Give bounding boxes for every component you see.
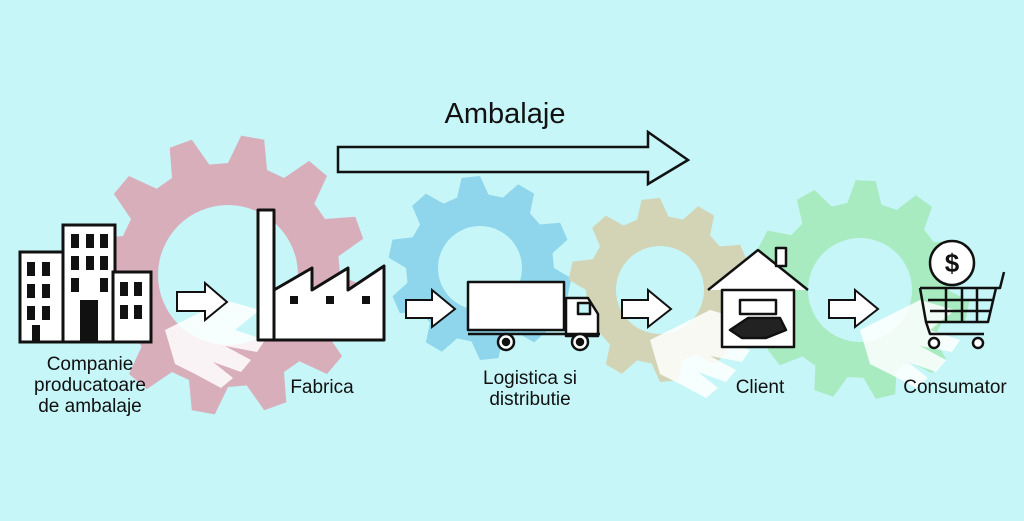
truck-icon	[466, 280, 600, 352]
diagram-title: Ambalaje	[444, 98, 566, 130]
flow-arrow	[405, 287, 457, 330]
factory-icon	[256, 208, 386, 342]
stage-label-client: Client	[735, 377, 785, 398]
blue-gear-shape	[388, 176, 572, 360]
tan-gear	[568, 198, 752, 398]
stage-label-packaging-company: Companie producatoare de ambalaje	[34, 354, 146, 417]
flow-arrow	[176, 280, 229, 323]
office-building-icon	[18, 223, 153, 344]
house-handshake-icon	[707, 246, 809, 349]
pink-gear	[88, 135, 368, 415]
stage-label-consumer: Consumator	[903, 377, 1007, 398]
dollar-sign: $	[944, 248, 960, 278]
green-gear	[750, 180, 970, 399]
stage-label-logistics: Logistica si distributie	[483, 368, 577, 410]
flow-arrow	[621, 287, 673, 330]
big-flow-arrow	[336, 129, 691, 187]
flow-arrow	[828, 287, 880, 330]
pink-gear-shape	[88, 135, 368, 415]
stage-label-factory: Fabrica	[290, 377, 354, 398]
blue-gear	[388, 176, 572, 360]
shopping-cart-dollar-icon	[918, 239, 1006, 350]
